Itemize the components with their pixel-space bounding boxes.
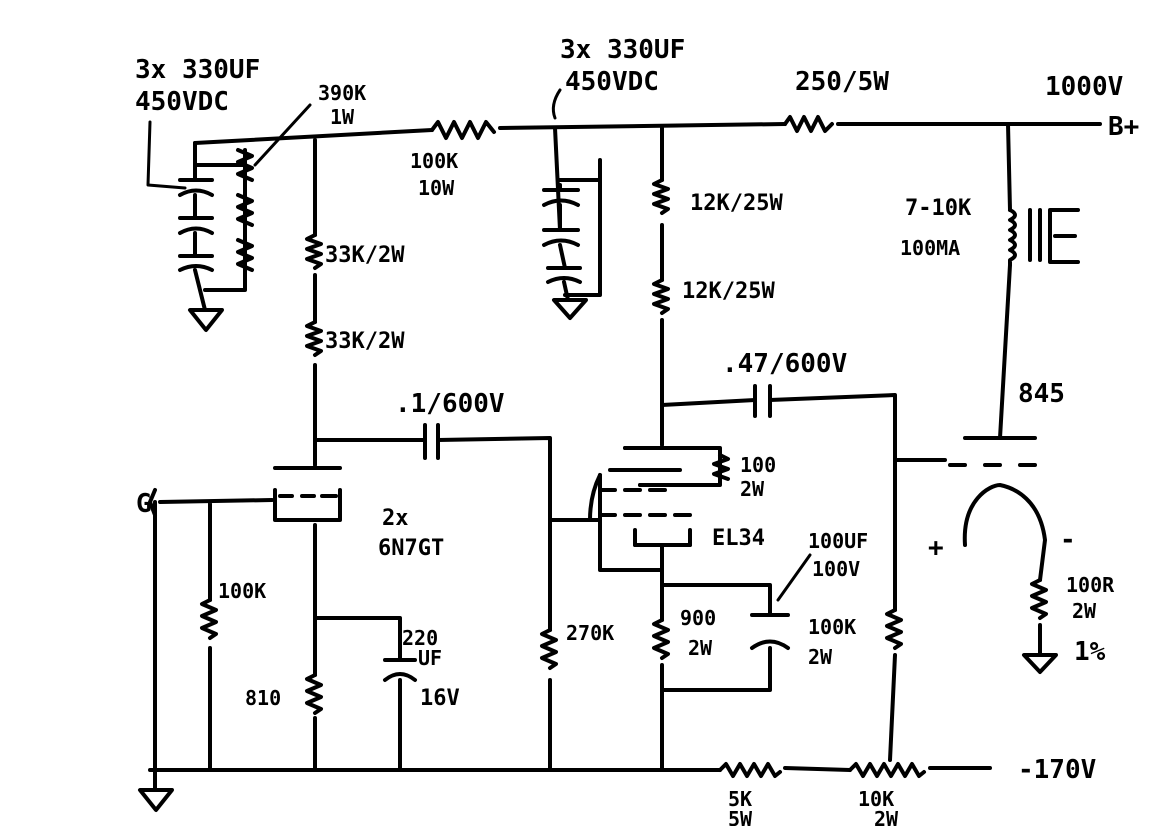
tube-el34-symbol xyxy=(588,446,702,547)
svg-text:100MA: 100MA xyxy=(900,236,960,260)
label-r-100k-2w: 100K 2W xyxy=(808,615,856,669)
svg-text:450VDC: 450VDC xyxy=(135,87,229,117)
label-cap-bank-mid: 3x 330UF 450VDC xyxy=(551,35,685,120)
resistor-100-2w xyxy=(712,453,730,481)
svg-text:2W: 2W xyxy=(874,807,899,826)
label-r-900: 900 2W xyxy=(680,606,716,660)
capacitor-bank-mid xyxy=(542,183,582,302)
label-r-33k-lower: 33K/2W xyxy=(325,329,405,354)
label-b-plus-voltage: 1000V xyxy=(1045,72,1123,102)
label-filament-minus: - xyxy=(1060,525,1076,555)
label-r-12k-lower: 12K/25W xyxy=(682,279,775,304)
resistor-100k-grid xyxy=(200,598,218,640)
label-input: G xyxy=(136,489,152,519)
svg-text:390K: 390K xyxy=(318,81,366,105)
capacitor-220uf xyxy=(383,658,417,682)
svg-text:220: 220 xyxy=(402,626,438,650)
svg-text:UF: UF xyxy=(418,646,442,670)
ground-symbol-mid xyxy=(552,298,588,320)
label-cap-bank-left: 3x 330UF 450VDC xyxy=(135,55,260,190)
label-r-810: 810 xyxy=(245,686,281,710)
svg-text:7-10K: 7-10K xyxy=(905,196,972,221)
svg-text:2W: 2W xyxy=(688,636,713,660)
label-cap-047: .47/600V xyxy=(722,349,847,379)
resistor-100k-2w xyxy=(885,608,903,650)
capacitor-01-600v xyxy=(423,423,440,460)
svg-text:3x 330UF: 3x 330UF xyxy=(135,55,260,85)
resistor-33k-lower xyxy=(305,320,323,357)
resistor-12k-upper xyxy=(652,178,670,215)
svg-text:100V: 100V xyxy=(812,557,860,581)
resistor-270k xyxy=(540,628,558,670)
svg-text:100UF: 100UF xyxy=(808,529,868,553)
resistor-250-5w xyxy=(783,115,834,133)
label-r-100r: 100R 2W 1% xyxy=(1066,573,1115,667)
svg-text:100K: 100K xyxy=(808,615,856,639)
tube-845-symbol xyxy=(948,436,1037,467)
label-cap-01: .1/600V xyxy=(395,389,505,419)
svg-text:100R: 100R xyxy=(1066,573,1115,597)
resistor-900 xyxy=(652,618,670,660)
svg-text:2x: 2x xyxy=(382,506,409,531)
svg-text:10K: 10K xyxy=(858,787,894,811)
svg-text:1%: 1% xyxy=(1074,637,1106,667)
resistor-5k-5w xyxy=(718,762,782,778)
resistor-390k-bleeder xyxy=(236,148,254,272)
wires xyxy=(148,122,1102,792)
svg-text:2W: 2W xyxy=(740,477,765,501)
label-r-270k: 270K xyxy=(566,621,614,645)
capacitor-047-600v xyxy=(753,384,772,418)
label-b-plus: B+ xyxy=(1108,112,1139,142)
svg-text:10W: 10W xyxy=(418,176,455,200)
tube-6n7gt-symbol xyxy=(273,466,342,522)
svg-text:5K: 5K xyxy=(728,787,752,811)
label-choke: 7-10K 100MA xyxy=(900,196,972,260)
resistor-100r xyxy=(1030,578,1048,620)
svg-text:900: 900 xyxy=(680,606,716,630)
label-r-100-2w: 100 2W xyxy=(740,453,776,501)
resistor-33k-upper xyxy=(305,233,323,270)
label-r-250-5w: 250/5W xyxy=(795,67,889,97)
label-r-10k: 10K 2W xyxy=(858,787,899,826)
svg-text:2W: 2W xyxy=(1072,599,1097,623)
svg-text:2W: 2W xyxy=(808,645,833,669)
resistor-100k-10w xyxy=(430,120,496,140)
capacitor-bank-left xyxy=(178,163,214,312)
svg-text:5W: 5W xyxy=(728,807,753,826)
svg-text:450VDC: 450VDC xyxy=(565,67,659,97)
label-r-100k-10w: 100K 10W xyxy=(410,149,458,200)
label-bleeder-390k: 390K 1W xyxy=(253,81,366,167)
resistor-12k-lower xyxy=(652,278,670,315)
potentiometer-10k xyxy=(848,762,926,778)
resistor-810 xyxy=(305,673,323,715)
ground-symbol-filament xyxy=(1022,653,1058,674)
label-tube-845: 845 xyxy=(1018,379,1065,409)
label-filament-plus: + xyxy=(928,533,944,563)
choke-7-10k xyxy=(1008,208,1080,267)
label-neg-supply: -170V xyxy=(1018,755,1096,785)
svg-text:3x 330UF: 3x 330UF xyxy=(560,35,685,65)
label-r-5k: 5K 5W xyxy=(728,787,753,826)
ground-symbol-input xyxy=(138,788,174,812)
svg-text:6N7GT: 6N7GT xyxy=(378,536,444,561)
label-r-12k-upper: 12K/25W xyxy=(690,191,783,216)
svg-text:100K: 100K xyxy=(410,149,458,173)
svg-text:1W: 1W xyxy=(330,105,355,129)
svg-text:16V: 16V xyxy=(420,686,460,711)
ground-symbol-left xyxy=(188,308,224,332)
capacitor-100uf xyxy=(750,613,790,650)
svg-text:100: 100 xyxy=(740,453,776,477)
label-r-100k-grid: 100K xyxy=(218,579,266,603)
label-cap-220uf: 220 UF 16V xyxy=(402,626,460,711)
label-tube-6n7gt: 2x 6N7GT xyxy=(378,506,444,561)
label-r-33k-upper: 33K/2W xyxy=(325,243,405,268)
label-cap-100uf: 100UF 100V xyxy=(776,529,868,602)
label-tube-el34: EL34 xyxy=(712,526,765,551)
